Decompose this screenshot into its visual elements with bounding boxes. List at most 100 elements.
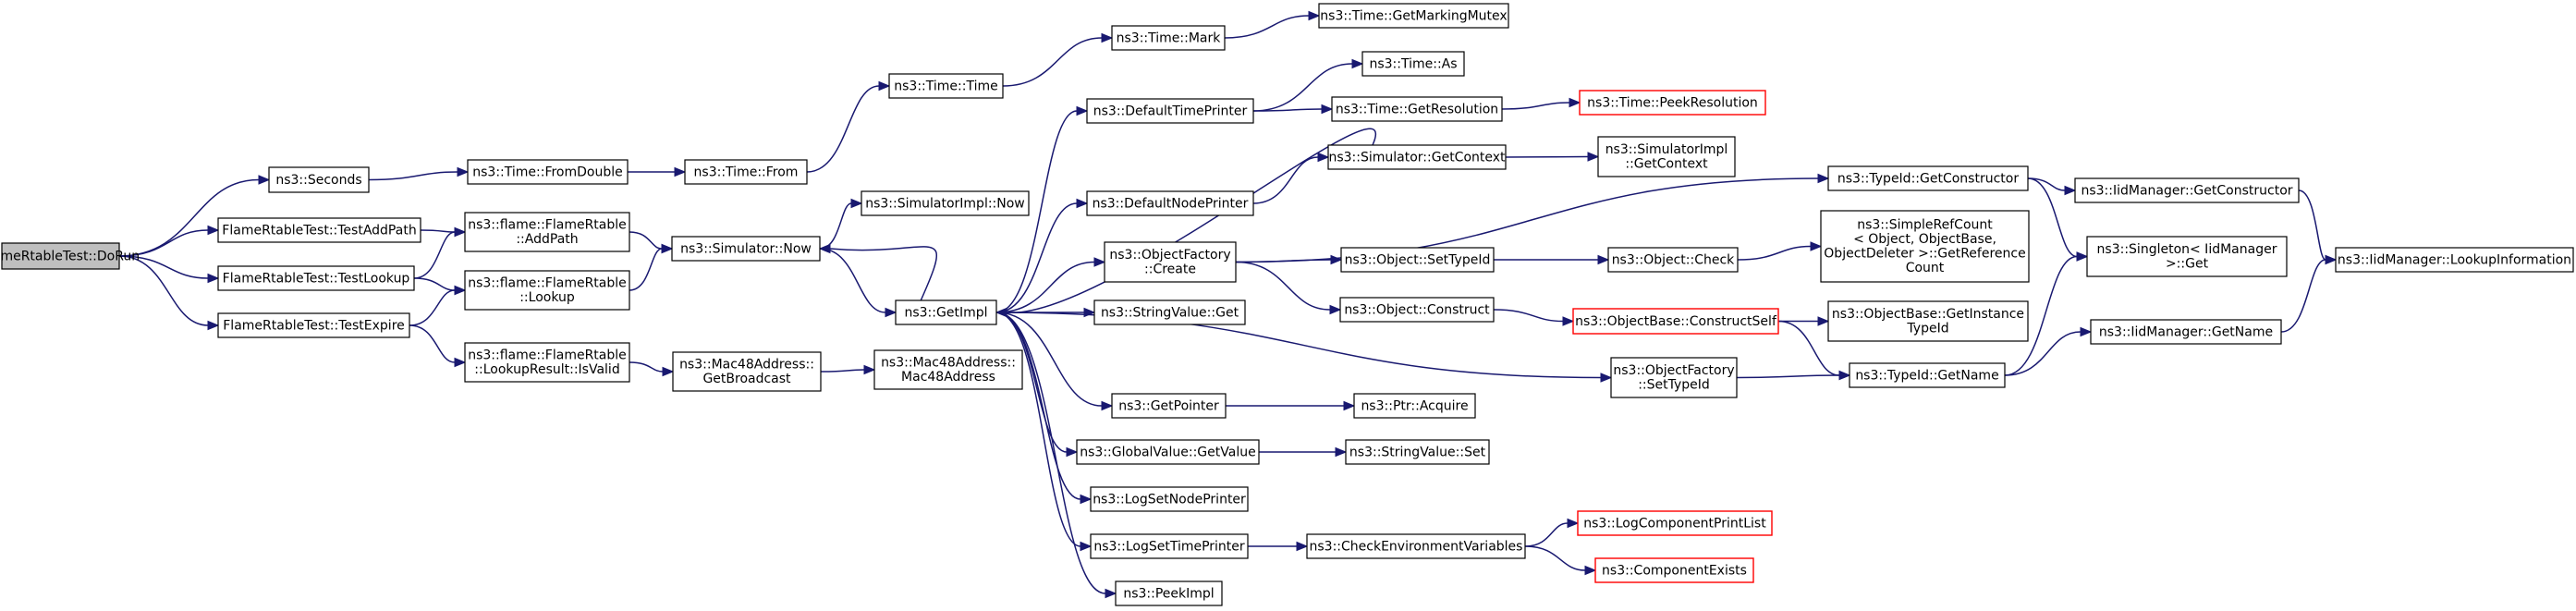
node-box [1610, 357, 1738, 398]
edge-line [995, 312, 1602, 379]
node-mac48[interactable]: ns3::Mac48Address::Mac48Address [873, 349, 1023, 390]
node-defNodePrinter[interactable]: ns3::DefaultNodePrinter [1086, 190, 1254, 216]
node-seconds[interactable]: ns3::Seconds [268, 166, 370, 193]
node-simpleRefCount[interactable]: ns3::SimpleRefCount< Object, ObjectBase,… [1820, 210, 2030, 283]
edge-line [995, 312, 1081, 500]
edge-line [1224, 15, 1310, 39]
edge-logSetTime-to-checkEnv [1248, 541, 1309, 552]
node-box [2090, 319, 2282, 345]
node-label: FlameRtableTest::TestLookup [223, 271, 410, 286]
arrowhead-icon [1600, 373, 1613, 383]
edge-line [409, 289, 456, 326]
node-testAddPath[interactable]: FlameRtableTest::TestAddPath [217, 217, 421, 243]
edge-constructSelf-to-getInstanceTypeId [1778, 316, 1830, 326]
node-logSetNode[interactable]: ns3::LogSetNodePrinter [1090, 486, 1249, 512]
node-iidMgrGetCtor[interactable]: ns3::IidManager::GetConstructor [2074, 177, 2300, 203]
arrowhead-icon [1329, 304, 1342, 315]
node-constructSelf[interactable]: ns3::ObjectBase::ConstructSelf [1572, 308, 1779, 335]
node-box [464, 342, 630, 383]
node-simImplGetContext[interactable]: ns3::SimulatorImpl::GetContext [1597, 136, 1736, 177]
node-peekImpl[interactable]: ns3::PeekImpl [1115, 580, 1223, 606]
node-simImplNow[interactable]: ns3::SimulatorImpl::Now [861, 190, 1030, 216]
node-timeFrom[interactable]: ns3::Time::From [684, 159, 808, 185]
edge-line [995, 312, 1106, 594]
node-lookup[interactable]: ns3::flame::FlameRtable::Lookup [464, 270, 630, 311]
node-compExists[interactable]: ns3::ComponentExists [1594, 557, 1754, 583]
node-objConstruct[interactable]: ns3::Object::Construct [1339, 297, 1495, 323]
edge-line [1493, 309, 1564, 323]
node-box [1115, 580, 1223, 606]
node-objFactCreate[interactable]: ns3::ObjectFactory::Create [1104, 241, 1237, 283]
node-typeIdGetCtor[interactable]: ns3::TypeId::GetConstructor [1827, 165, 2029, 191]
node-getBroadcast[interactable]: ns3::Mac48Address::GetBroadcast [672, 351, 822, 392]
arrowhead-icon [1817, 316, 1830, 326]
node-isValid[interactable]: ns3::flame::FlameRtable::LookupResult::I… [464, 342, 630, 383]
arrowhead-icon [1308, 10, 1321, 21]
node-logCompPrint[interactable]: ns3::LogComponentPrintList [1577, 510, 1773, 536]
node-fromDouble[interactable]: ns3::Time::FromDouble [467, 159, 629, 185]
node-simGetContext[interactable]: ns3::Simulator::GetContext [1327, 144, 1507, 170]
node-testLookup[interactable]: FlameRtableTest::TestLookup [217, 265, 415, 291]
arrowhead-icon [1076, 105, 1089, 116]
node-box [1093, 299, 1246, 325]
arrowhead-icon [1080, 494, 1093, 505]
node-label: ns3::GetImpl [904, 305, 987, 320]
node-label: ObjectDeleter >::GetReference [1824, 247, 2025, 262]
node-objCheck[interactable]: ns3::Object::Check [1607, 247, 1739, 273]
node-box [1090, 533, 1249, 559]
node-label: ns3::ObjectBase::GetInstance [1832, 307, 2024, 322]
node-timeAs[interactable]: ns3::Time::As [1361, 51, 1465, 77]
node-objSetTypeId[interactable]: ns3::Object::SetTypeId [1340, 247, 1495, 273]
node-simNow[interactable]: ns3::Simulator::Now [671, 236, 821, 262]
edges-layer [118, 10, 2338, 599]
edge-line [1252, 108, 1323, 112]
node-label: ns3::Mac48Address:: [679, 358, 814, 373]
node-label: ns3::SimulatorImpl [1605, 142, 1728, 157]
edge-root-to-testExpire [118, 255, 220, 331]
node-globalValGet[interactable]: ns3::GlobalValue::GetValue [1076, 439, 1260, 465]
node-label: ns3::DefaultNodePrinter [1093, 196, 1249, 211]
node-box [1597, 136, 1736, 177]
node-timeTime[interactable]: ns3::Time::Time [888, 73, 1004, 99]
node-strValGet[interactable]: ns3::StringValue::Get [1093, 299, 1246, 325]
edge-line [819, 248, 886, 313]
node-getPointer[interactable]: ns3::GetPointer [1111, 393, 1227, 419]
node-label: GetBroadcast [702, 372, 791, 386]
node-getImpl[interactable]: ns3::GetImpl [895, 299, 997, 325]
node-label: Mac48Address [901, 370, 995, 385]
node-iidMgrLookup[interactable]: ns3::IidManager::LookupInformation [2335, 247, 2574, 273]
edge-line [829, 246, 938, 301]
node-root[interactable]: FlameRtableTest::DoRun [0, 242, 140, 270]
node-label: ns3::Object::Check [1612, 252, 1735, 267]
arrowhead-icon [1321, 104, 1334, 115]
node-testExpire[interactable]: FlameRtableTest::TestExpire [217, 312, 410, 338]
edge-root-to-testLookup [118, 255, 220, 284]
edge-objFactCreate-to-typeIdGetCtor [1235, 173, 1830, 263]
node-box [1086, 98, 1254, 124]
node-getMarkingMutex[interactable]: ns3::Time::GetMarkingMutex [1318, 3, 1509, 29]
node-singletonGet[interactable]: ns3::Singleton< IidManager >::Get [2086, 236, 2288, 277]
edge-line [1002, 37, 1103, 87]
node-label: ns3::flame::FlameRtable [468, 348, 627, 363]
node-defTimePrinter[interactable]: ns3::DefaultTimePrinter [1086, 98, 1254, 124]
arrowhead-icon [1597, 254, 1610, 265]
node-addPath[interactable]: ns3::flame::FlameRtable::AddPath [464, 212, 630, 252]
node-objFactSetTypeId[interactable]: ns3::ObjectFactory::SetTypeId [1610, 357, 1738, 398]
node-label: ::Lookup [519, 290, 575, 305]
node-checkEnv[interactable]: ns3::CheckEnvironmentVariables [1306, 533, 1526, 559]
node-label: ns3::Time::From [694, 165, 799, 179]
arrowhead-icon [1105, 588, 1117, 599]
edge-testLookup-to-addPath [413, 226, 467, 279]
node-logSetTime[interactable]: ns3::LogSetTimePrinter [1090, 533, 1249, 559]
arrowhead-icon [2080, 326, 2093, 337]
edge-getImpl-to-objFactCreate [995, 257, 1106, 313]
node-ptrAcquire[interactable]: ns3::Ptr::Acquire [1353, 393, 1476, 419]
node-box [464, 212, 630, 252]
node-timeMark[interactable]: ns3::Time::Mark [1111, 25, 1226, 51]
node-strValSet[interactable]: ns3::StringValue::Set [1345, 439, 1490, 465]
node-typeIdGetName[interactable]: ns3::TypeId::GetName [1849, 362, 2006, 388]
node-peekResolution[interactable]: ns3::Time::PeekResolution [1579, 90, 1766, 116]
node-iidMgrGetName[interactable]: ns3::IidManager::GetName [2090, 319, 2282, 345]
node-getResolution[interactable]: ns3::Time::GetResolution [1331, 96, 1503, 122]
